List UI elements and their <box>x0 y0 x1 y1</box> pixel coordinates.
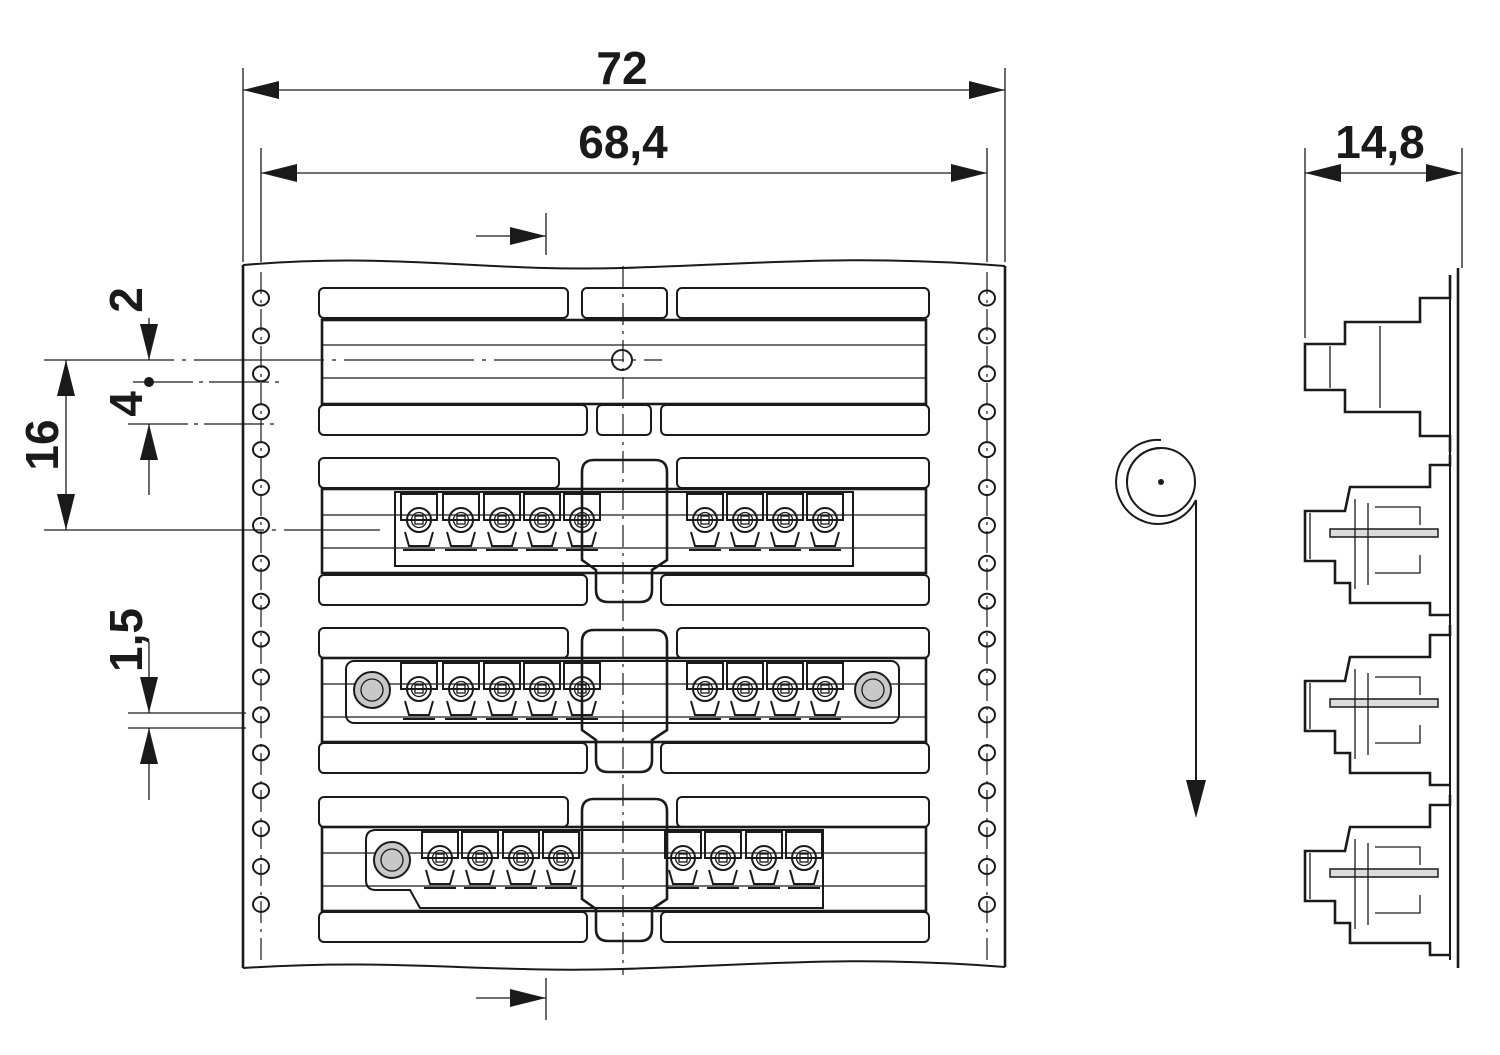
sprocket-hole <box>978 327 996 345</box>
sprocket-hole <box>252 782 270 800</box>
sprocket-hole <box>252 554 270 572</box>
sprocket-hole <box>978 895 996 913</box>
dimension-label-72: 72 <box>596 42 647 94</box>
terminal-contact <box>502 831 540 889</box>
side-view <box>1303 268 1460 968</box>
sprocket-hole <box>978 858 996 875</box>
side-profile-connector <box>1303 455 1452 617</box>
dimension-overall-width: 72 <box>242 42 1006 262</box>
dimension-top-offset: 2 <box>100 287 158 360</box>
reference-arrow-bottom <box>476 978 547 1020</box>
dimension-label-2: 2 <box>100 287 152 313</box>
sprocket-holes-right <box>978 289 996 913</box>
terminal-contact <box>523 493 561 551</box>
pocket-2 <box>318 457 930 606</box>
reference-arrow-top <box>476 213 547 255</box>
sprocket-hole <box>252 895 270 913</box>
terminal-row-2 <box>400 493 844 551</box>
sprocket-hole <box>252 289 270 307</box>
terminal-contact <box>726 493 764 551</box>
dimension-inner-width: 68,4 <box>260 116 988 262</box>
dimension-label-1-5: 1,5 <box>100 608 152 672</box>
terminal-row-3 <box>400 662 844 720</box>
sprocket-hole <box>978 744 996 762</box>
sprocket-hole <box>252 706 270 724</box>
terminal-contact <box>483 662 521 720</box>
sprocket-hole <box>252 668 270 686</box>
sprocket-hole <box>978 706 996 724</box>
dimension-hole-pitch: 4 <box>100 377 280 495</box>
terminal-contact <box>686 662 724 720</box>
dimension-label-4: 4 <box>100 391 152 417</box>
side-view-pocket-profiles <box>1303 455 1452 957</box>
terminal-contact <box>806 662 844 720</box>
mounting-flange <box>373 841 411 879</box>
sprocket-hole <box>978 782 996 800</box>
terminal-contact <box>806 493 844 551</box>
terminal-contact <box>483 493 521 551</box>
sprocket-hole <box>252 516 270 534</box>
sprocket-hole <box>978 668 996 686</box>
sprocket-hole <box>252 744 270 762</box>
mounting-flange-right <box>854 671 892 709</box>
terminal-contact <box>461 831 499 889</box>
dimension-label-68-4: 68,4 <box>578 116 668 168</box>
sprocket-hole <box>978 554 996 572</box>
terminal-contact <box>745 831 783 889</box>
terminal-contact <box>686 493 724 551</box>
terminal-contact <box>785 831 823 889</box>
sprocket-hole <box>252 365 270 383</box>
terminal-contact <box>442 493 480 551</box>
dimension-side-depth: 14,8 <box>1304 116 1463 338</box>
sprocket-hole <box>252 403 270 421</box>
dimension-hole-offset: 1,5 <box>100 608 246 800</box>
sprocket-hole <box>252 630 270 648</box>
sprocket-hole <box>252 441 270 459</box>
dimension-row-pitch: 16 <box>16 359 662 531</box>
carrier-tape <box>241 259 1007 975</box>
terminal-contact <box>442 662 480 720</box>
sprocket-hole <box>978 592 996 610</box>
pocket-1-empty <box>318 287 930 436</box>
pocket-4 <box>318 796 930 943</box>
side-profile-connector <box>1303 625 1452 787</box>
terminal-contact <box>542 831 580 889</box>
terminal-row-4 <box>421 831 823 889</box>
sprocket-hole <box>978 289 996 307</box>
sprocket-hole <box>978 403 996 421</box>
sprocket-hole <box>252 327 270 345</box>
terminal-contact <box>421 831 459 889</box>
terminal-contact <box>664 831 702 889</box>
dimension-label-14-8: 14,8 <box>1335 116 1425 168</box>
terminal-contact <box>766 493 804 551</box>
sprocket-hole <box>252 479 270 496</box>
sprocket-holes-left <box>252 289 270 913</box>
terminal-contact <box>766 662 804 720</box>
terminal-contact <box>704 831 742 889</box>
mounting-flange-left <box>353 671 391 709</box>
feed-direction-arrow-icon <box>1186 780 1206 818</box>
sprocket-hole <box>978 365 996 383</box>
sprocket-hole <box>252 820 270 838</box>
terminal-contact <box>400 662 438 720</box>
sprocket-hole <box>978 479 996 496</box>
pocket-3 <box>318 627 930 774</box>
dimension-label-16: 16 <box>16 419 68 470</box>
sprocket-hole <box>978 820 996 838</box>
sprocket-hole <box>978 516 996 534</box>
side-profile-connector <box>1303 795 1452 957</box>
terminal-contact <box>523 662 561 720</box>
sprocket-hole <box>252 858 270 875</box>
sprocket-hole <box>252 592 270 610</box>
reel-direction-icon <box>1115 438 1197 785</box>
sprocket-hole <box>978 630 996 648</box>
sprocket-hole <box>978 441 996 459</box>
terminal-contact <box>400 493 438 551</box>
terminal-contact <box>726 662 764 720</box>
